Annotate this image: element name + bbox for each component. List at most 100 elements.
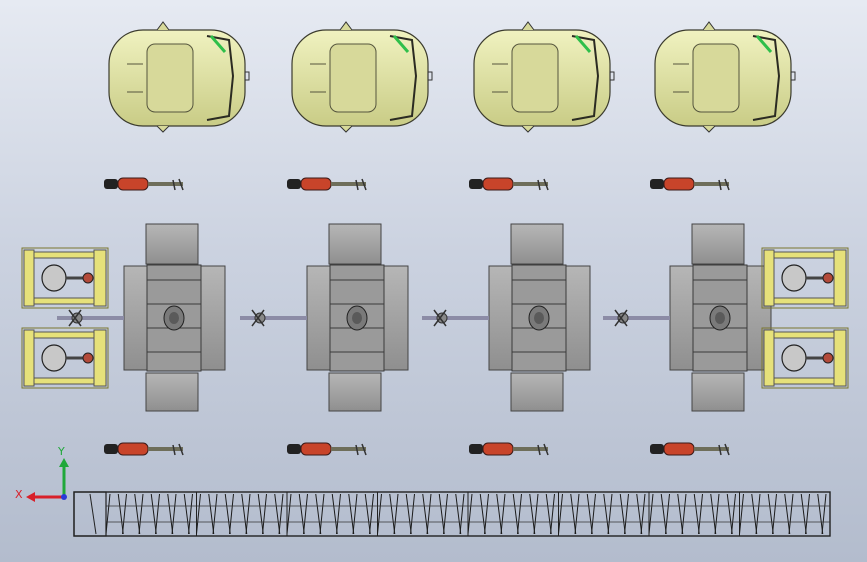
conveyor-slat <box>393 493 399 535</box>
coordinate-triad: X Y <box>15 445 69 502</box>
conveyor-slat <box>229 493 234 535</box>
conveyor-slat <box>755 493 761 535</box>
conveyor-slat <box>607 493 613 535</box>
cell-pad-top <box>510 223 564 265</box>
conveyor-slat <box>533 493 539 535</box>
car-grille <box>389 35 418 121</box>
conveyor-slat <box>274 493 281 535</box>
cell-pad-top <box>145 223 199 265</box>
cell-tool-link <box>433 309 447 327</box>
gun-body <box>482 177 514 191</box>
conveyor-slat <box>224 493 231 535</box>
gun-electrode <box>172 443 184 456</box>
robot-cell <box>422 223 591 412</box>
triad-origin <box>61 494 67 500</box>
gun-body <box>300 177 332 191</box>
conveyor-slat <box>319 493 325 535</box>
conveyor-slat <box>183 493 190 535</box>
cell-tool-changer <box>71 312 83 324</box>
fixture-rail <box>773 251 835 259</box>
car-mirror <box>702 125 716 133</box>
car-mirror <box>339 21 353 31</box>
conveyor-slat <box>550 493 555 535</box>
car-grille <box>752 35 781 121</box>
gun-handle <box>287 444 301 454</box>
conveyor-slat <box>479 493 486 535</box>
welding-gun <box>104 442 184 456</box>
conveyor-line <box>73 491 831 537</box>
conveyor-slat <box>800 493 807 535</box>
fixture-station <box>21 327 109 389</box>
fixture-clamp <box>82 352 94 364</box>
cell-robot-joint <box>715 312 725 324</box>
conveyor-slat <box>586 493 593 535</box>
cell-tool-changer <box>436 312 448 324</box>
conveyor-segment <box>648 491 740 537</box>
conveyor-slat <box>574 493 580 535</box>
car-mirror <box>702 21 716 31</box>
conveyor-slat <box>348 493 355 535</box>
conveyor-slat <box>677 493 684 535</box>
conveyor-segment <box>739 491 831 537</box>
gun-electrode <box>537 443 549 456</box>
conveyor-slat <box>331 493 338 535</box>
gun-handle <box>104 444 118 454</box>
cell-tool-link <box>614 309 628 327</box>
welding-guns-bottom-row <box>104 442 730 456</box>
conveyor-slat <box>681 493 687 535</box>
triad-x-arrow <box>26 492 35 502</box>
gun-handle <box>104 179 118 189</box>
car-roof <box>329 43 377 113</box>
conveyor-slat <box>122 493 127 535</box>
conveyor-slat <box>665 493 670 535</box>
gun-body <box>482 442 514 456</box>
conveyor-slat <box>336 493 341 535</box>
gun-body <box>663 442 695 456</box>
conveyor-slat <box>426 493 432 535</box>
conveyor-segment-frame <box>467 491 559 537</box>
welding-guns-top-row <box>104 177 730 191</box>
car-headlight <box>574 35 592 53</box>
conveyor-slat <box>455 493 462 535</box>
conveyor-slat <box>438 493 445 535</box>
conveyor-slat <box>726 493 733 535</box>
conveyor-end-slat <box>89 493 97 535</box>
car-roof <box>692 43 740 113</box>
car-grille <box>571 35 600 121</box>
gun-electrode <box>537 178 549 191</box>
conveyor-slat <box>731 493 736 535</box>
fixture-outline <box>761 247 849 309</box>
conveyor-segment <box>105 491 197 537</box>
conveyor-slat <box>640 493 646 535</box>
cell-pad-top <box>691 223 745 265</box>
fixture-post <box>763 329 775 387</box>
car-roof <box>511 43 559 113</box>
cell-pad-left <box>306 265 332 371</box>
cell-robot-joint <box>352 312 362 324</box>
fixture-outline <box>761 327 849 389</box>
fixture-post <box>763 249 775 307</box>
robot-cells <box>57 223 772 412</box>
cell-tool-link <box>251 309 265 327</box>
gun-electrode <box>355 443 367 456</box>
welding-gun <box>650 442 730 456</box>
fixture-clamp <box>822 352 834 364</box>
gun-body <box>663 177 695 191</box>
car-headlight <box>755 35 773 53</box>
conveyor-slat <box>212 493 218 535</box>
robot-cell <box>57 223 226 412</box>
car-tow-hook <box>427 71 433 81</box>
triad-y-label: Y <box>57 445 65 458</box>
cell-base <box>692 264 748 372</box>
conveyor-slat <box>772 493 777 535</box>
fixture-post <box>23 329 35 387</box>
conveyor-slat <box>714 493 720 535</box>
conveyor-slat <box>767 493 774 535</box>
car-headlight <box>392 35 410 53</box>
car-bodies <box>108 21 796 133</box>
fixture-rail <box>33 331 95 339</box>
conveyor-slat <box>150 493 157 535</box>
cell-pad-top <box>328 223 382 265</box>
conveyor-slat <box>698 493 703 535</box>
